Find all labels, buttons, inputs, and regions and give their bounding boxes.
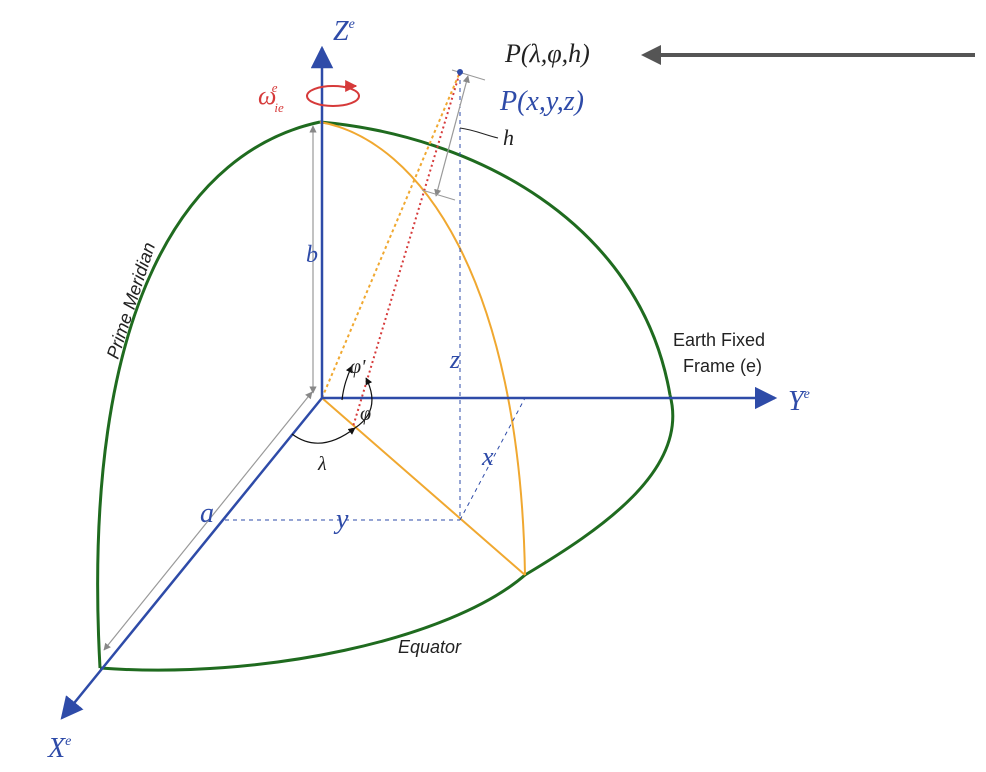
lambda-arc	[291, 427, 356, 444]
x-label: x	[481, 442, 494, 471]
h-dimension-line	[434, 75, 470, 197]
h-label: h	[503, 125, 514, 150]
equator-label: Equator	[398, 637, 462, 657]
h-leader	[459, 127, 499, 139]
ellipsoid-outline	[96, 120, 321, 669]
phi-prime-label: φ'	[350, 356, 366, 378]
phi-arc	[354, 377, 373, 429]
geocentric-radius-line	[321, 71, 461, 399]
lambda-label: λ	[317, 453, 327, 475]
y-axis-label: Ye	[788, 386, 810, 417]
x-projection-line	[459, 397, 526, 521]
b-label: b	[306, 242, 318, 268]
phi-label: φ	[360, 403, 371, 425]
normal-line	[351, 71, 461, 431]
rotation-label: ωiee	[258, 80, 284, 115]
x-axis-label: Xe	[47, 733, 71, 764]
y-label: y	[333, 504, 349, 535]
equatorial-projection-line	[321, 397, 526, 576]
prime-meridian-label: Prime Meridian	[103, 240, 159, 361]
phi-prime-arc	[341, 365, 353, 401]
point-p	[457, 69, 463, 75]
a-label: a	[200, 498, 214, 529]
z-axis-label: Ze	[333, 16, 355, 47]
frame-label-line1: Earth Fixed	[673, 330, 765, 350]
cartesian-point-label: P(x,y,z)	[499, 86, 584, 117]
h-tick-top	[451, 69, 486, 81]
h-tick-bottom	[421, 189, 456, 201]
rotation-ellipse-icon	[306, 85, 360, 107]
z-label: z	[449, 345, 460, 374]
ellipsoid-outline-top	[319, 120, 672, 396]
a-dimension-line	[103, 391, 313, 651]
meridian-curve	[319, 121, 526, 576]
frame-label-line2: Frame (e)	[683, 356, 762, 376]
geodetic-point-label: P(λ,φ,h)	[504, 39, 590, 68]
equator-curve	[99, 394, 675, 672]
